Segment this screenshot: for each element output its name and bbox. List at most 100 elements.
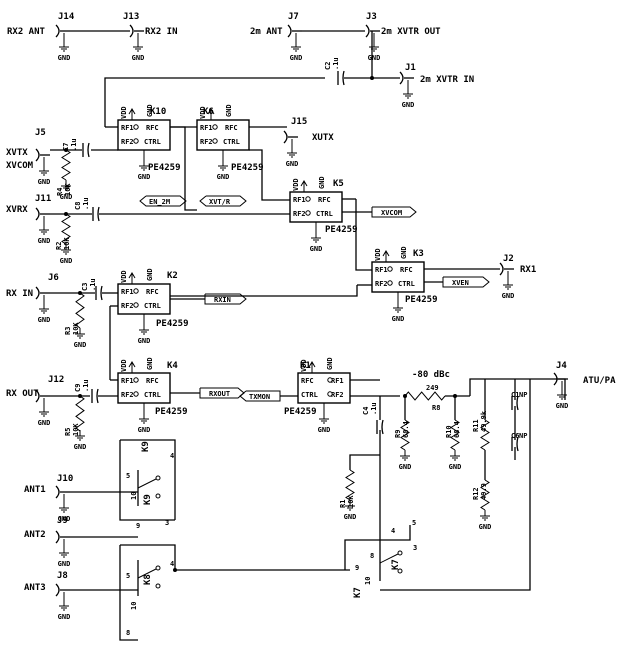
net-tag-label: XVT/R: [209, 198, 231, 206]
connector-net: ANT2: [24, 530, 46, 540]
ground-label: GND: [38, 178, 51, 186]
cap-plate-curved: [87, 142, 90, 158]
ground-label: GND: [399, 463, 412, 471]
ground-symbol: GND: [479, 510, 491, 531]
pin-rfc: RFC: [146, 124, 159, 132]
vdd-label: VDD: [199, 106, 207, 119]
ground-symbol: GND: [449, 450, 461, 471]
ground-symbol: GND: [138, 324, 151, 345]
pin-3: 3: [413, 544, 417, 552]
pin-8: 8: [126, 629, 130, 637]
vdd-arrowhead: [300, 180, 308, 187]
contact: [133, 391, 139, 397]
pin-rfc: RFC: [225, 124, 238, 132]
pin-4: 4: [391, 527, 395, 535]
resistor-zigzag: [400, 419, 410, 451]
pin-5: 5: [412, 519, 416, 527]
ground-symbol: GND: [318, 413, 330, 434]
ground-label: GND: [402, 101, 415, 109]
vdd-arrowhead: [382, 250, 390, 257]
resistor-r8: R8: [404, 391, 446, 412]
contact: [327, 391, 333, 397]
pin-5: 5: [126, 472, 130, 480]
connector-net: 2m ANT: [250, 27, 283, 37]
net-tag-outline: [204, 293, 247, 305]
ground-symbol: GND: [392, 302, 404, 323]
resistor-ref: R1: [339, 500, 347, 508]
relay-contact: [155, 493, 161, 499]
net-tag-label: EN_2M: [149, 198, 170, 206]
wire: [120, 439, 176, 455]
pin-rf2: RF2: [200, 138, 213, 146]
capacitor-c8: C8.1u: [74, 197, 100, 222]
resistor-ref: R4: [56, 188, 64, 196]
cap-plate-curved: [97, 206, 100, 222]
ground-symbol: GND: [138, 413, 150, 434]
connector-ref: J15: [291, 117, 307, 127]
connector-net: RX2 ANT: [7, 27, 46, 37]
pin-8: 8: [370, 552, 374, 560]
ground-label: GND: [74, 341, 87, 349]
pin-rfc: RFC: [146, 377, 159, 385]
ground-symbol: GND: [38, 224, 50, 245]
ground-symbol: GND: [286, 147, 298, 168]
vdd-arrow: VDD: [292, 178, 308, 192]
relay-contact: [155, 475, 161, 481]
relay-blade: [379, 552, 401, 564]
connector-ref: J2: [503, 254, 514, 264]
ground-label: GND: [556, 402, 569, 410]
ground-symbol: GND: [217, 160, 229, 181]
switch-part: PE4259: [405, 295, 438, 305]
ground-label: GND: [290, 54, 303, 62]
relay-contact: [155, 565, 161, 571]
pin-rfc: RFC: [146, 288, 159, 296]
resistor-ref: R2: [55, 242, 63, 250]
connector-symbol: [499, 262, 504, 276]
gnd-pin-label: GND: [318, 176, 326, 189]
net-tag-outline: [371, 206, 417, 218]
pin-9: 9: [355, 564, 359, 572]
resistor-zigzag: [480, 479, 490, 511]
capacitor-c4: C4.1u: [362, 402, 384, 435]
connector-net: RX1: [520, 265, 536, 275]
vdd-arrowhead: [128, 272, 136, 279]
pin-5: 5: [126, 572, 130, 580]
ground-label: GND: [38, 316, 51, 324]
wire-k3-rxin: [147, 285, 358, 297]
net-tag-outline: [139, 195, 187, 207]
ground-label: GND: [138, 337, 151, 345]
connector-symbol: [287, 24, 292, 38]
contact: [327, 377, 333, 383]
pin-rf1: RF1: [121, 288, 134, 296]
connector-net: XVTX: [6, 148, 28, 158]
switch-part: PE4259: [325, 225, 358, 235]
net-tag: RXIN: [204, 293, 247, 305]
wire: [349, 454, 380, 470]
ground-label: GND: [74, 443, 87, 451]
connector-symbol: [129, 24, 134, 38]
connector-ref: J9: [57, 516, 68, 526]
net-tag: RXOUT: [199, 387, 245, 399]
net-tag-outline: [199, 195, 247, 207]
vdd-label: VDD: [292, 178, 300, 191]
connector-symbol: [283, 130, 288, 144]
pin-rf2: RF2: [121, 302, 134, 310]
ground-symbol: GND: [60, 180, 72, 201]
connector-symbol: [399, 71, 404, 85]
net-tag-label: XVCOM: [381, 209, 402, 217]
connector-ref: J8: [57, 571, 68, 581]
wire-atu-k7: [380, 379, 531, 591]
cap-ref: C1: [511, 391, 519, 399]
cap-value: NP: [519, 391, 527, 399]
pin-rf2: RF2: [293, 210, 306, 218]
ground-symbol: GND: [58, 41, 70, 62]
